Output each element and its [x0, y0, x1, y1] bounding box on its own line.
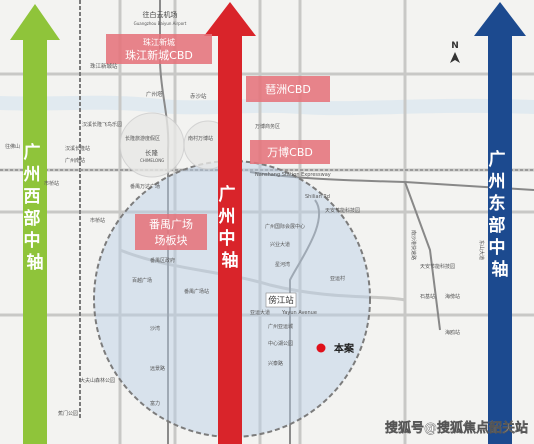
place-label: 广州南站 [65, 157, 85, 164]
place-label: 大夫山森林公园 [80, 377, 115, 384]
north-arrow-icon: N [450, 41, 460, 63]
svg-text:琶洲CBD: 琶洲CBD [265, 83, 311, 96]
zhujiang-cbd-box: 珠江新城 珠江新城CBD [106, 34, 212, 64]
airport-label: 往白云机场 [143, 10, 178, 19]
place-label: 百越广场 [132, 277, 152, 284]
place-label: 番禺万达广场 [130, 183, 160, 190]
pazhou-cbd-box: 琶洲CBD [246, 76, 330, 102]
place-label: 万博商务区 [255, 123, 280, 130]
watermark: 搜狐号@搜狐焦点韶关站 [385, 420, 528, 436]
station-badge [265, 292, 297, 308]
place-label: 广州亚运城 [268, 323, 293, 330]
place-label: 天安节能科技园 [325, 207, 360, 214]
road-label: 亚运大道 [250, 309, 270, 316]
central-axis-arrow [204, 2, 256, 444]
place-label: 汉溪长隆飞鸟乐园 [82, 121, 122, 128]
place-label: 广州塔 [146, 90, 163, 98]
svg-text:场板块: 场板块 [155, 233, 188, 247]
place-label: 星河湾 [275, 261, 290, 268]
svg-text:珠江新城: 珠江新城 [143, 37, 175, 47]
place-label: Shilian Rd [305, 194, 330, 200]
place-label: 石基站 [420, 293, 435, 300]
east-axis-label: 广 州 东 部 中 轴 [488, 149, 512, 280]
east-axis-arrow [474, 2, 526, 444]
place-label: 广州国际会展中心 [265, 223, 305, 230]
place-label: 番禺区政府 [150, 257, 175, 264]
panyu-plate-box: 番禺广场 场板块 [135, 214, 207, 250]
place-label: 沙湾 [150, 325, 160, 332]
svg-text:N: N [451, 41, 459, 51]
svg-text:万博CBD: 万博CBD [267, 146, 313, 159]
road-label: 东山大道 [478, 240, 485, 260]
place-label: 珠江新城站 [90, 62, 118, 70]
place-label: 赤沙站 [190, 92, 207, 100]
airport-sublabel: Guangzhou Baiyun Airport [134, 21, 187, 26]
project-location-marker [316, 343, 326, 353]
place-label: 远景路 [150, 365, 165, 372]
place-label: 蕉门公园 [58, 410, 78, 417]
project-label: 本案 [334, 342, 355, 355]
place-label: CHIMELONG [140, 158, 164, 163]
place-label: 中心湖公园 [268, 340, 293, 347]
place-label: Nanshang Station Expressway [255, 172, 331, 178]
place-label: 富力 [150, 400, 160, 407]
place-label: 番禺广场站 [184, 288, 209, 295]
changlong-area [119, 112, 185, 178]
place-label: 兴泰路 [268, 360, 283, 367]
place-label: 长隆 [145, 148, 159, 157]
place-label: 长隆旅游度假区 [125, 135, 160, 142]
svg-text:珠江新城CBD: 珠江新城CBD [125, 48, 193, 62]
place-label: 海傍站 [445, 293, 460, 300]
place-label: 南村万博站 [188, 135, 213, 142]
river [0, 95, 534, 116]
west-axis-label: 广 州 西 部 中 轴 [23, 142, 47, 273]
place-label: 市桥站 [90, 217, 105, 224]
place-label: 往佛山 [5, 143, 20, 150]
svg-text:番禺广场: 番禺广场 [149, 217, 193, 231]
place-label: 市桥站 [44, 180, 59, 187]
wanbo-cbd-box: 万博CBD [250, 140, 330, 164]
place-label: 亚运村 [330, 275, 345, 282]
road-label: Yayun Avenue [281, 310, 317, 316]
road-label: 南沙港快速路 [410, 230, 417, 260]
place-label: 天安节能科技园 [420, 263, 455, 270]
place-label: 兴业大道 [270, 241, 290, 248]
station-label: 傍江站 [268, 295, 294, 306]
place-label: 汉溪长隆站 [65, 145, 90, 152]
west-axis-arrow [10, 4, 60, 444]
central-axis-label: 广 州 中 轴 [218, 184, 242, 271]
place-label: 海鸥站 [445, 329, 460, 336]
